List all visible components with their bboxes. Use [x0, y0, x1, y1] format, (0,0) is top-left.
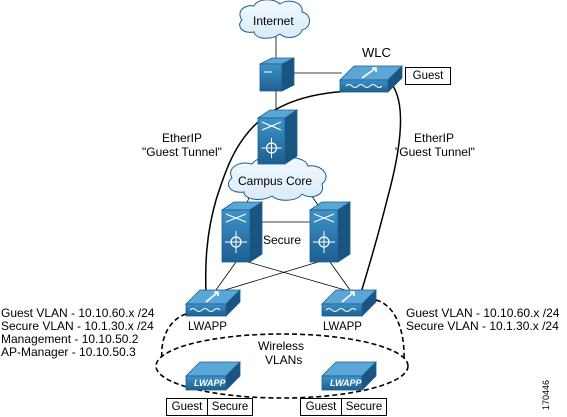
wlc-guest-box: Guest	[405, 67, 451, 85]
wireless-label: Wireless	[258, 339, 305, 353]
lwapp-ap-left-icon	[185, 289, 241, 317]
wlc-title: WLC	[362, 45, 391, 60]
lwapp-ap-right-icon	[321, 289, 377, 317]
bottom-left-boxes: Guest Secure	[166, 398, 253, 416]
bottom-right-secure-box: Secure	[341, 398, 387, 416]
link-rightdist-rightap	[329, 261, 351, 291]
tunnel-left-line2: "Guest Tunnel"	[142, 145, 222, 159]
secure-label: Secure	[263, 233, 302, 247]
firewall-icon	[259, 57, 295, 92]
bottom-left-guest-box: Guest	[166, 398, 208, 416]
wireless-client-right-icon	[321, 361, 377, 391]
dashed-leader-left	[160, 313, 187, 361]
wlc-controller-icon	[339, 65, 403, 93]
left-note-guest-vlan: Guest VLAN - 10.10.60.x /24	[1, 306, 155, 320]
campus-core-label: Campus Core	[238, 174, 313, 188]
internet-label: Internet	[253, 14, 294, 28]
tunnel-right-line1: EtherIP	[414, 131, 455, 145]
link-rightdist-leftap	[224, 261, 319, 291]
tunnel-right-line2: "Guest Tunnel"	[395, 145, 475, 159]
wireless-vlans-ellipse	[155, 333, 409, 399]
ap-left-label: LWAPP	[188, 321, 227, 333]
ap-right-label: LWAPP	[323, 321, 362, 333]
guest-tunnel-right	[359, 85, 402, 297]
link-leftdist-leftap	[215, 261, 237, 291]
left-note-secure-vlan: Secure VLAN - 10.1.30.x /24	[1, 319, 154, 333]
left-note-management: Management - 10.10.50.2	[1, 332, 139, 346]
tunnel-left-line1: EtherIP	[162, 131, 203, 145]
bottom-right-guest-box: Guest	[300, 398, 342, 416]
lwapp-badge-left: LWAPP	[194, 378, 226, 388]
bottom-right-boxes: Guest Secure	[300, 398, 387, 416]
right-notes: Guest VLAN - 10.10.60.x /24 Secure VLAN …	[406, 307, 559, 333]
vlans-label: VLANs	[265, 353, 303, 367]
internet-cloud	[239, 0, 310, 39]
distribution-switch-right-icon	[308, 201, 352, 263]
bottom-left-secure-box: Secure	[207, 398, 253, 416]
left-note-ap-manager: AP-Manager - 10.10.50.3	[1, 345, 136, 359]
right-note-secure-vlan: Secure VLAN - 10.1.30.x /24	[406, 319, 559, 333]
link-leftdist-rightap	[247, 261, 346, 291]
left-notes: Guest VLAN - 10.10.60.x /24 Secure VLAN …	[1, 307, 154, 359]
lwapp-badge-right: LWAPP	[330, 378, 362, 388]
dashed-leader-right	[375, 299, 405, 361]
distribution-switch-left-icon	[220, 201, 264, 263]
core-switch-icon	[256, 109, 299, 165]
figure-id: 170446	[541, 379, 551, 410]
wireless-client-left-icon	[185, 361, 241, 391]
right-note-guest-vlan: Guest VLAN - 10.10.60.x /24	[406, 306, 560, 320]
guest-tunnel-left	[204, 90, 353, 297]
